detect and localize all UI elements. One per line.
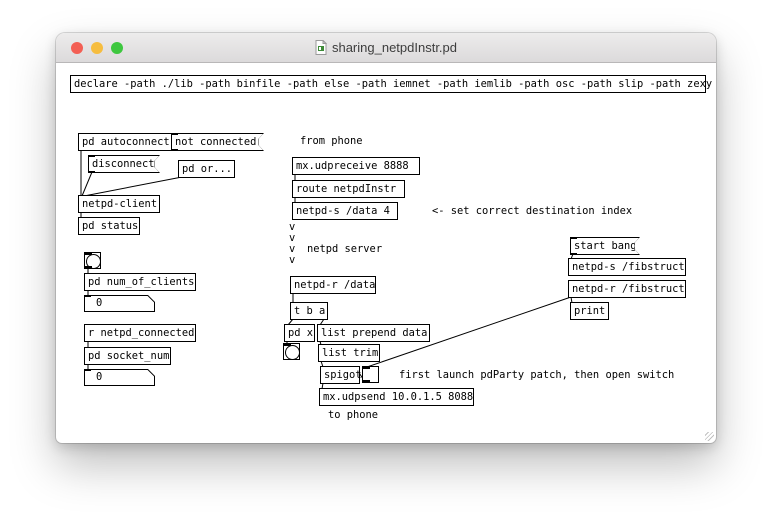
bang-pd-x[interactable] [283, 343, 300, 360]
toggle-switch[interactable] [362, 366, 379, 383]
bang-num-of-clients[interactable] [84, 252, 101, 269]
object-box-print[interactable]: print [570, 302, 609, 320]
message-box-not-connected[interactable]: not connected [171, 133, 264, 151]
minimize-button[interactable] [91, 41, 103, 54]
object-box-pd-x[interactable]: pd x [284, 324, 315, 342]
object-box-pd-or[interactable]: pd or... [178, 160, 235, 178]
number-box-socket-num[interactable]: 0 [84, 369, 155, 386]
object-box-pd-socket-num[interactable]: pd socket_num [84, 347, 171, 365]
comment-v-column: v v v v [289, 221, 296, 266]
object-box-netpd-client[interactable]: netpd-client [78, 195, 160, 213]
bang-circle-icon [285, 345, 300, 360]
outlet-nub [87, 171, 95, 174]
bang-circle-icon [86, 254, 101, 269]
close-button[interactable] [71, 41, 83, 54]
object-box-t-b-a[interactable]: t b a [290, 302, 328, 320]
message-box-start-bang-label: start bang [571, 238, 639, 254]
inlet-nub [362, 366, 370, 369]
message-box-start-bang[interactable]: start bang [570, 237, 640, 255]
object-box-list-trim[interactable]: list trim [318, 344, 380, 362]
object-box-pd-status[interactable]: pd status [78, 217, 140, 235]
document-icon [315, 40, 327, 55]
comment-set-destination: <- set correct destination index [432, 205, 633, 217]
message-box-not-connected-label: not connected [172, 134, 263, 150]
object-box-pd-num-of-clients[interactable]: pd num_of_clients [84, 273, 196, 291]
outlet-nub [362, 380, 370, 383]
zoom-button[interactable] [111, 41, 123, 54]
object-box-route-netpdinstr[interactable]: route netpdInstr [292, 180, 405, 198]
object-box-netpd-s-fibstruct[interactable]: netpd-s /fibstruct [568, 258, 686, 276]
outlet-nub [84, 266, 92, 269]
object-box-pd-autoconnect[interactable]: pd autoconnect [78, 133, 172, 151]
resize-grip[interactable] [705, 432, 714, 441]
inlet-nub [170, 132, 178, 135]
object-box-netpd-s-data[interactable]: netpd-s /data 4 [292, 202, 398, 220]
number-box-num-of-clients[interactable]: 0 [84, 295, 155, 312]
object-box-mx-udpsend[interactable]: mx.udpsend 10.0.1.5 8088 [319, 388, 474, 406]
object-box-list-prepend-data[interactable]: list prepend data [317, 324, 430, 342]
object-box-r-netpd-connected[interactable]: r netpd_connected [84, 324, 196, 342]
traffic-lights [71, 33, 123, 62]
inlet-nub [569, 236, 577, 239]
inlet-nub [83, 294, 91, 297]
object-box-declare[interactable]: declare -path ./lib -path binfile -path … [70, 75, 712, 93]
comment-from-phone: from phone [300, 135, 363, 147]
window-title-area: sharing_netpdInstr.pd [315, 40, 457, 55]
object-box-netpd-r-fibstruct[interactable]: netpd-r /fibstruct [568, 280, 686, 298]
comment-netpd-server: netpd server [307, 243, 383, 255]
inlet-nub [87, 154, 95, 157]
object-box-netpd-r-data[interactable]: netpd-r /data [290, 276, 376, 294]
outlet-nub [170, 149, 178, 152]
inlet-nub [83, 368, 91, 371]
window-titlebar[interactable]: sharing_netpdInstr.pd [56, 33, 716, 63]
inlet-nub [84, 252, 92, 255]
number-box-socket-num-label: 0 [85, 370, 154, 385]
message-box-disconnect-label: disconnect [89, 156, 159, 172]
message-box-disconnect[interactable]: disconnect [88, 155, 160, 173]
comment-first-launch: first launch pdParty patch, then open sw… [399, 369, 675, 381]
window-title: sharing_netpdInstr.pd [331, 40, 458, 55]
object-box-spigot[interactable]: spigot [320, 366, 362, 384]
comment-to-phone: to phone [328, 409, 379, 421]
inlet-nub [283, 343, 291, 346]
outlet-nub [569, 253, 577, 256]
object-box-mx-udpreceive[interactable]: mx.udpreceive 8888 [292, 157, 420, 175]
number-box-num-of-clients-label: 0 [85, 296, 154, 311]
